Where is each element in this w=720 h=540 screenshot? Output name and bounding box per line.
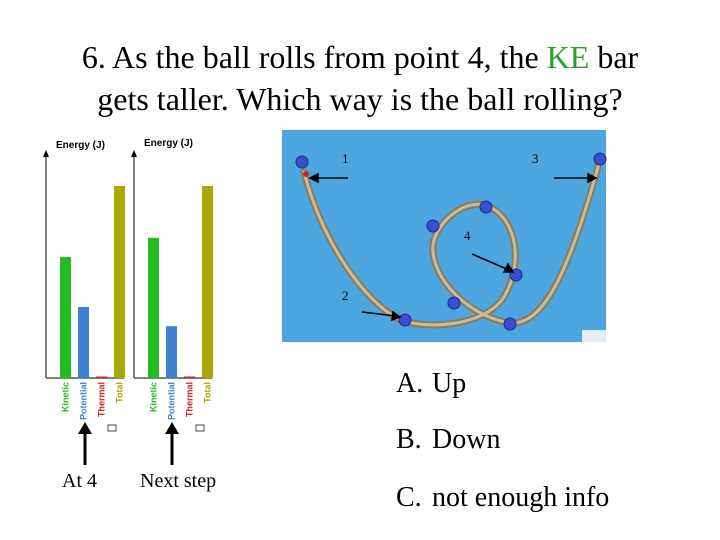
question-line-1: 6. As the ball rolls from point 4, the K… [81, 39, 639, 75]
track-panel: 1 3 4 2 [282, 130, 607, 342]
bar-label-thermal: Thermal [185, 382, 195, 417]
track-arrows [308, 172, 598, 322]
energy-chart-1-caption: At 4 [62, 470, 97, 492]
bar-label-potential: Potential [167, 382, 177, 420]
bar-label-total: Total [115, 382, 125, 403]
caption-arrows [78, 422, 179, 465]
question-title: 6. As the ball rolls from point 4, the K… [20, 36, 700, 120]
y-axis-arrow [43, 150, 49, 157]
arrow-up-icon [78, 422, 92, 465]
bar-thermal [96, 376, 107, 378]
point-label-3: 3 [532, 151, 539, 166]
zoom-icon [107, 424, 117, 432]
energy-chart-2-label: Energy (J) [144, 138, 193, 149]
point-label-1: 1 [342, 151, 349, 166]
arrow-up-icon [165, 422, 179, 465]
energy-chart-2: Kinetic Potential Thermal Total [131, 150, 213, 432]
energy-chart-1: Kinetic Potential Thermal Total [43, 150, 125, 432]
panel-corner [582, 330, 606, 342]
track-background [282, 130, 606, 342]
point-label-4: 4 [464, 228, 471, 243]
bar-thermal [184, 376, 195, 378]
bar-potential [166, 326, 177, 378]
ke-highlight: KE [546, 39, 590, 75]
question-line-2: gets taller. Which way is the ball rolli… [97, 81, 623, 117]
bar-kinetic [148, 237, 159, 378]
bar-label-total: Total [203, 382, 213, 403]
y-axis-arrow [131, 150, 137, 157]
zoom-icon [195, 424, 205, 432]
answer-b[interactable]: B.Down [396, 424, 501, 455]
answer-a[interactable]: A.Up [396, 368, 467, 399]
bar-total [202, 186, 213, 378]
bar-total [114, 186, 125, 378]
bar-label-kinetic: Kinetic [61, 382, 71, 412]
energy-chart-2-caption: Next step [140, 470, 217, 492]
answer-c[interactable]: C.not enough info [396, 482, 610, 513]
energy-chart-1-label: Energy (J) [56, 140, 105, 151]
bar-label-kinetic: Kinetic [149, 382, 159, 412]
bar-potential [78, 306, 89, 378]
point-label-2: 2 [342, 288, 349, 303]
bar-label-thermal: Thermal [97, 382, 107, 417]
bar-kinetic [60, 257, 71, 378]
ball-markers [295, 152, 607, 331]
ball [303, 171, 309, 177]
bar-label-potential: Potential [79, 382, 89, 420]
